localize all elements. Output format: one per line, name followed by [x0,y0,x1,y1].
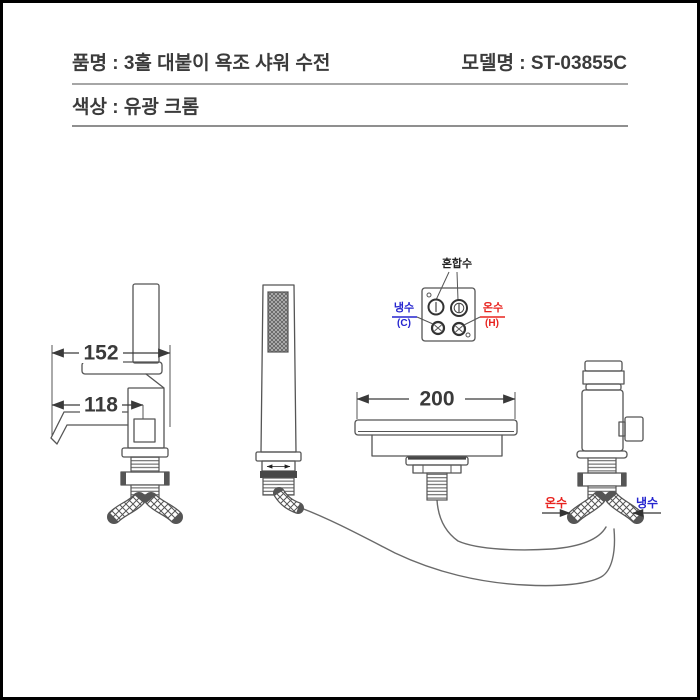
diverter-thread-upper [587,457,617,474]
diverter-knob [624,416,644,442]
valve-body-box [421,287,476,342]
faucet-body-detail [133,418,156,443]
spout-bar [354,419,518,436]
dim-118: 118 [51,394,144,419]
dim-152-value: 152 [83,342,118,365]
diagram-cold-code: (C) [397,318,411,329]
color-label: 색상 : 유광 크롬 [72,97,200,118]
diverter-knob-stem [618,421,626,437]
diverter-cap-body [582,370,625,385]
dim-152: 152 [51,342,171,436]
left-faucet-drawing: 152 118 [50,283,183,524]
diagram-hot-label: 온수 [483,301,503,314]
faucet-lever-cut [145,373,165,389]
valve-handle-right-ring [453,302,465,314]
spout-bolt-thread [426,472,448,501]
cold-supply-label: 냉수 [636,495,658,510]
faucet-mounting-nut [120,471,170,486]
valve-port-hot [451,321,467,337]
shower-holder-flange [255,451,302,462]
shower-hose [300,507,616,587]
faucet-thread-upper [130,456,160,473]
diverter-nut-cap-left [578,473,583,486]
shower-elbow [274,490,300,513]
diverter-body [581,389,624,452]
hot-supply-label: 온수 [545,495,567,510]
diverter-cap-top [584,360,623,372]
valve-port-cold-screw [434,324,442,332]
valve-corner-screw-tl [426,292,432,298]
shower-spray-face [267,291,289,353]
nut-cap-left [121,472,126,485]
hand-shower-drawing [255,284,304,514]
valve-port-hot-screw [455,325,463,333]
spout-hex-nut [412,464,462,474]
mixed-water-pointers [435,271,459,301]
dim-200: 200 [356,388,516,419]
header-divider-top [72,83,628,85]
diagram-hot-code: (H) [485,318,499,329]
nut-cap-right [164,472,169,485]
faucet-hose-left [109,494,144,522]
diverter-valve-drawing: 온수 냉수 [542,360,661,524]
diverter-hose-hot [569,493,604,522]
dim-200-value: 200 [419,388,454,411]
valve-port-cold [430,320,446,336]
header-divider-bottom [72,125,628,127]
valve-corner-screw-br [465,332,471,338]
dim-118-value: 118 [84,394,118,417]
spout-hose [436,499,607,551]
model-name-label: 모델명 : ST-03855C [461,53,627,74]
deck-spout-drawing: 200 [354,388,518,501]
faucet-hose-right [146,494,181,522]
valve-handle-right [450,299,468,317]
diverter-nut-cap-right [621,473,626,486]
spout-skirt [371,434,503,457]
mixing-valve-diagram: 혼합수 냉수 (C) 온수 (H) [392,256,505,342]
diverter-neck [585,383,622,391]
faucet-spout-channel [50,411,129,445]
diagram-cold-pointer [416,316,434,325]
mixed-water-label: 혼합수 [442,256,472,270]
diverter-base-flange [576,450,628,459]
faucet-handle-stick [132,283,160,364]
diagram-hot-pointer [463,316,481,326]
shower-lock-nut [260,471,297,478]
spout-hex-facets [422,465,452,473]
faucet-base-flange [121,447,169,458]
diagram-cold-label: 냉수 [394,300,414,314]
valve-handle-left [427,298,445,316]
connection-hoses [300,499,616,587]
product-name-label: 품명 : 3홀 대붙이 욕조 샤워 수전 [72,53,331,74]
diverter-mounting-nut [577,472,627,487]
